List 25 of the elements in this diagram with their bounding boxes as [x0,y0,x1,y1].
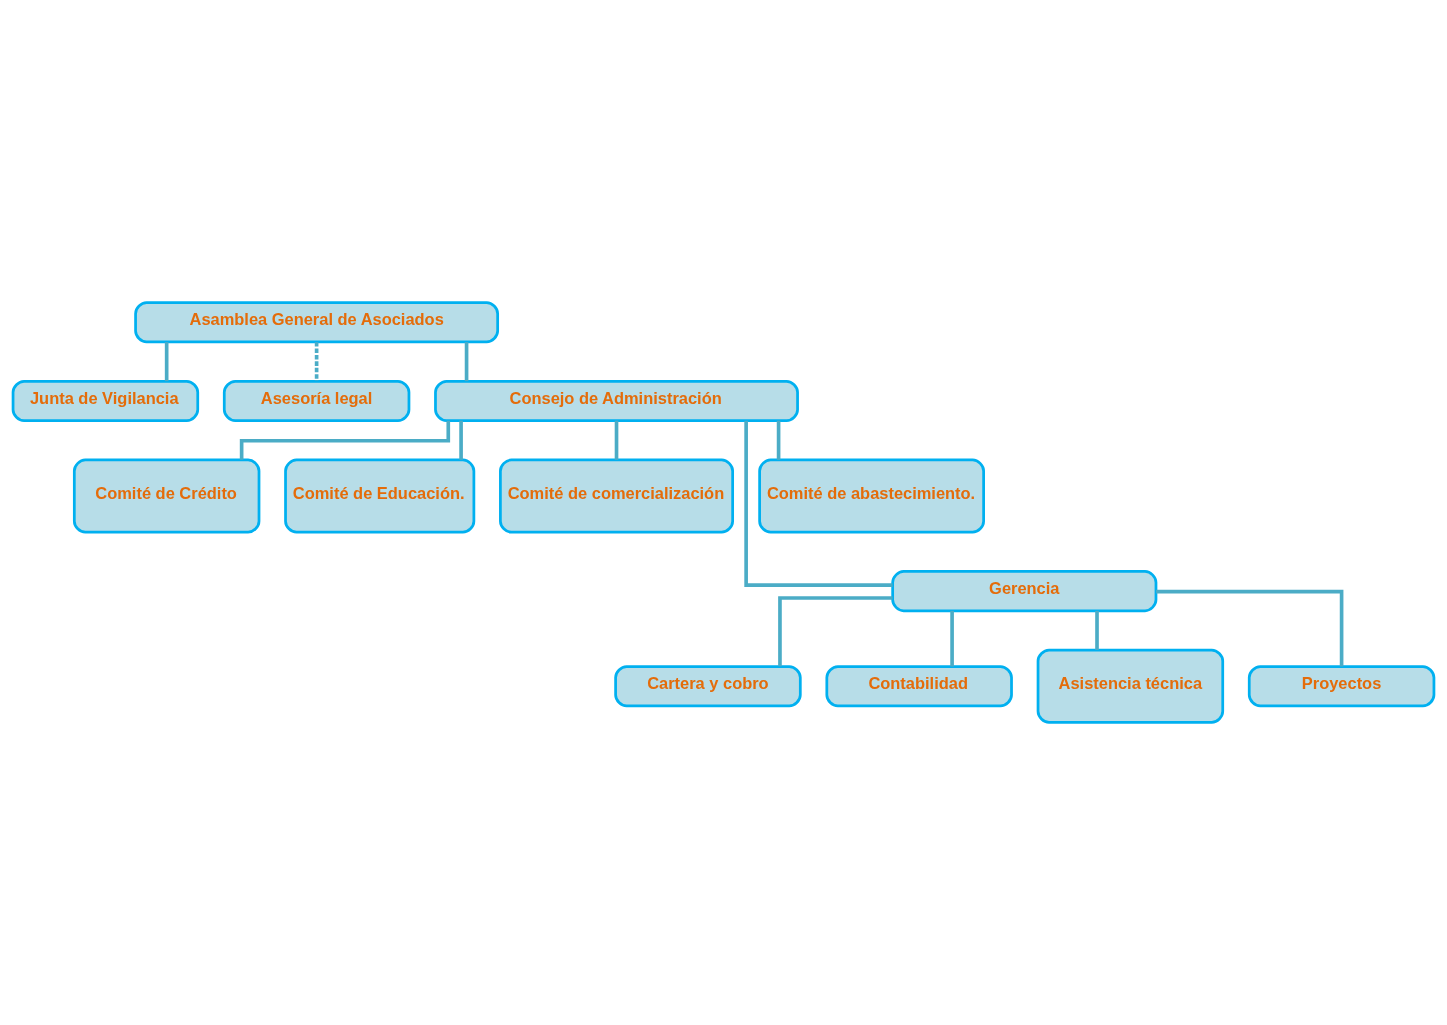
node-box: Contabilidad [825,665,1013,708]
connector [1156,589,1344,667]
connector [164,342,169,382]
connector [459,420,463,460]
connector [239,420,451,460]
connector [1095,610,1099,650]
node-box: Comité de Educación. [284,458,476,534]
node-box: Asamblea General de Asociados [134,301,500,344]
node-box: Proyectos [1247,665,1436,708]
node-box: Gerencia [891,570,1158,613]
connector [614,420,619,460]
node-box: Comité de abastecimiento. [758,458,985,534]
node-box: Asistencia técnica [1036,648,1225,724]
connector [744,420,893,588]
connector [950,610,954,667]
node-box: Comité de comercialización [499,458,734,534]
connector [776,420,781,460]
node-box: Comité de Crédito [72,458,261,534]
node-box: Junta de Vigilancia [11,379,200,422]
node-box: Cartera y cobro [614,665,802,708]
connector [314,342,319,382]
node-box: Asesoría legal [222,379,411,422]
connector [464,342,469,382]
node-box: Consejo de Administración [434,379,799,422]
connector [778,596,893,667]
